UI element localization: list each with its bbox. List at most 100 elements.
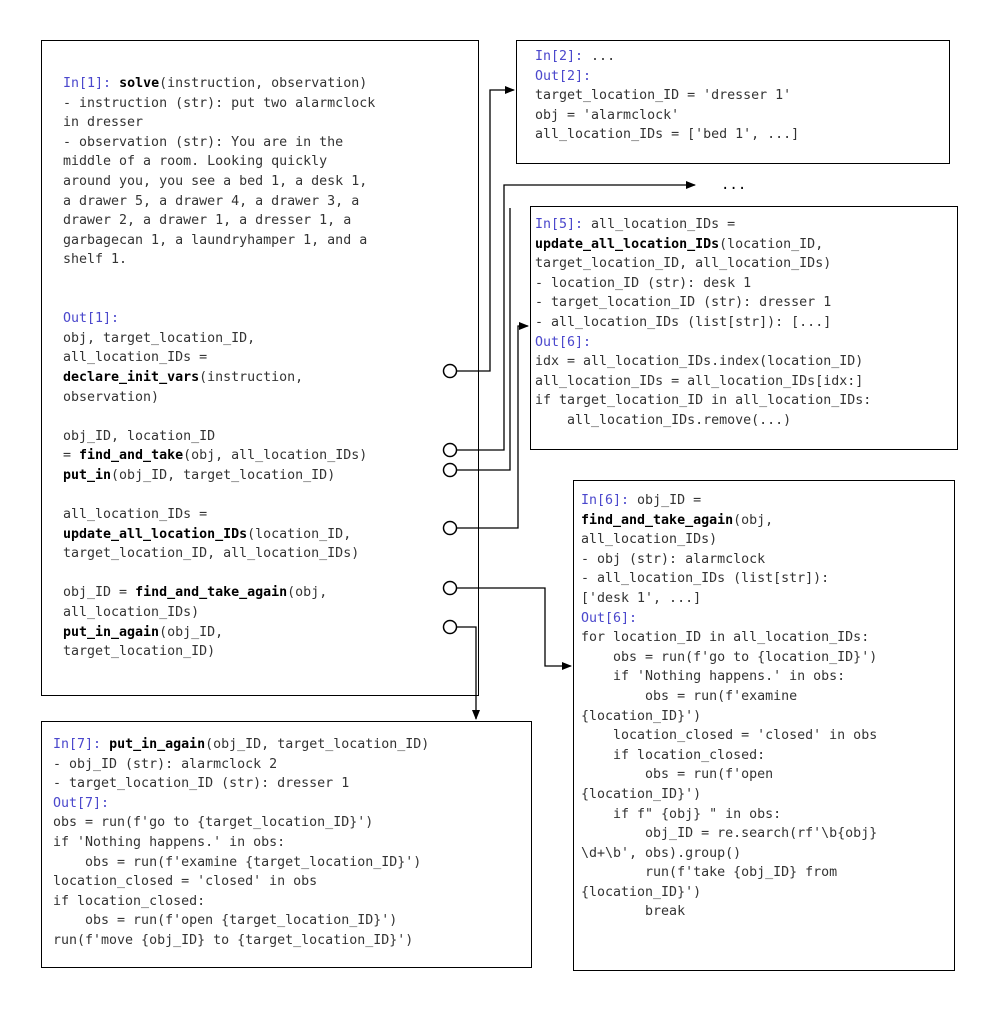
code-line: {location_ID}') <box>581 785 877 805</box>
code-line: = find_and_take(obj, all_location_IDs) <box>63 446 375 466</box>
code-line: put_in_again(obj_ID, <box>63 623 375 643</box>
code-line: In[2]: ... <box>535 47 799 67</box>
code-line: if f" {obj} " in obs: <box>581 805 877 825</box>
code-line: obs = run(f'open {target_location_ID}') <box>53 911 429 931</box>
code-text: - obj (str): alarmclock <box>581 551 766 567</box>
code-text: target_location_ID, all_location_IDs) <box>63 546 360 562</box>
code-line: drawer 2, a drawer 1, a dresser 1, a <box>63 211 375 231</box>
code-text: {location_ID}') <box>581 786 702 802</box>
code-line: garbagecan 1, a laundryhamper 1, and a <box>63 231 375 251</box>
function-name: declare_init_vars <box>63 369 200 385</box>
code-line: obs = run(f'examine {target_location_ID}… <box>53 853 429 873</box>
code-line: obs = run(f'examine <box>581 687 877 707</box>
port-declare-init-vars <box>442 363 458 379</box>
code-line: all_location_IDs.remove(...) <box>535 411 871 431</box>
code-line: Out[1]: <box>63 309 375 329</box>
code-line: \d+\b', obs).group() <box>581 844 877 864</box>
port-put-in-again <box>442 619 458 635</box>
code-line: obj = 'alarmclock' <box>535 106 799 126</box>
code-text: if location_closed: <box>581 747 766 763</box>
code-text: obj, target_location_ID, <box>63 330 256 346</box>
code-line: put_in(obj_ID, target_location_ID) <box>63 466 375 486</box>
code-line: obj_ID = re.search(rf'\b{obj} <box>581 824 877 844</box>
code-text: for location_ID in all_location_IDs: <box>581 630 870 646</box>
function-name: put_in <box>63 467 112 483</box>
code-text: break <box>581 904 686 920</box>
code-text: obs = run(f'examine {target_location_ID}… <box>53 854 422 870</box>
code-line: In[5]: all_location_IDs = <box>535 215 871 235</box>
wire-update-all-location-ids <box>457 322 529 529</box>
code-line: - all_location_IDs (list[str]): <box>581 569 877 589</box>
cell-2-box <box>516 40 950 164</box>
code-text: around you, you see a bed 1, a desk 1, <box>63 173 368 189</box>
code-line: all_location_IDs = <box>63 505 375 525</box>
cell-prompt-label: In[5]: <box>535 217 584 232</box>
code-line: target_location_ID, all_location_IDs) <box>535 254 871 274</box>
cell-6-code: In[6]: obj_ID =find_and_take_again(obj,a… <box>581 491 877 922</box>
code-text: obs = run(f'go to {location_ID}') <box>581 649 878 665</box>
cell-prompt-label: Out[6]: <box>581 610 638 626</box>
code-text: location_closed = 'closed' in obs <box>53 874 318 890</box>
code-line: all_location_IDs = <box>63 348 375 368</box>
wire-put-in <box>457 208 511 471</box>
code-line: location_closed = 'closed' in obs <box>581 726 877 746</box>
code-text: target_location_ID = 'dresser 1' <box>535 88 792 104</box>
code-line: Out[7]: <box>53 794 429 814</box>
code-text: (obj_ID, <box>159 624 224 640</box>
code-line: target_location_ID) <box>63 642 375 662</box>
code-text: - instruction (str): put two alarmclock <box>63 95 376 111</box>
code-line: around you, you see a bed 1, a desk 1, <box>63 172 375 192</box>
code-line: In[7]: put_in_again(obj_ID, target_locat… <box>53 735 429 755</box>
code-text: (obj, <box>733 512 774 528</box>
code-line: obj_ID = find_and_take_again(obj, <box>63 583 375 603</box>
wire-find-and-take-again <box>457 587 572 670</box>
code-text: target_location_ID, all_location_IDs) <box>535 256 832 272</box>
code-line: obs = run(f'open <box>581 765 877 785</box>
code-text: middle of a room. Looking quickly <box>63 154 328 170</box>
code-line: - obj_ID (str): alarmclock 2 <box>53 755 429 775</box>
code-text: target_location_ID) <box>63 644 216 660</box>
code-line: idx = all_location_IDs.index(location_ID… <box>535 352 871 372</box>
code-line: - target_location_ID (str): dresser 1 <box>535 293 871 313</box>
code-text: all_location_IDs = <box>583 217 736 232</box>
code-text: shelf 1. <box>63 252 128 268</box>
code-text: (location_ID, <box>719 236 824 252</box>
wire-declare-init-vars <box>457 86 515 372</box>
function-name: find_and_take_again <box>581 512 734 528</box>
code-line: obj, target_location_ID, <box>63 329 375 349</box>
code-line: location_closed = 'closed' in obs <box>53 872 429 892</box>
code-line: observation) <box>63 388 375 408</box>
code-text: (obj_ID, target_location_ID) <box>205 737 430 752</box>
function-name: find_and_take <box>79 448 184 464</box>
code-line: obs = run(f'go to {location_ID}') <box>581 648 877 668</box>
code-line: if target_location_ID in all_location_ID… <box>535 391 871 411</box>
code-line: run(f'move {obj_ID} to {target_location_… <box>53 931 429 951</box>
code-text: ... <box>583 49 616 64</box>
code-text: {location_ID}') <box>581 708 702 724</box>
code-line: if 'Nothing happens.' in obs: <box>581 667 877 687</box>
wire-find-and-take <box>457 181 696 451</box>
code-text: in dresser <box>63 115 144 131</box>
code-text: obs = run(f'go to {target_location_ID}') <box>53 815 374 831</box>
port-find-and-take-again <box>442 580 458 596</box>
code-text: location_closed = 'closed' in obs <box>581 728 878 744</box>
code-text: - all_location_IDs (list[str]): [...] <box>535 314 832 330</box>
code-line: run(f'take {obj_ID} from <box>581 863 877 883</box>
code-text: all_location_IDs = ['bed 1', ...] <box>535 127 800 143</box>
code-text: - target_location_ID (str): dresser 1 <box>53 776 350 792</box>
code-text: all_location_IDs) <box>581 532 718 548</box>
port-find-and-take <box>442 442 458 458</box>
code-text: a drawer 5, a drawer 4, a drawer 3, a <box>63 193 360 209</box>
code-text: if location_closed: <box>53 893 206 909</box>
port-update-all-location-ids <box>442 520 458 536</box>
code-line: - target_location_ID (str): dresser 1 <box>53 774 429 794</box>
code-text: (instruction, observation) <box>159 76 368 91</box>
code-line: update_all_location_IDs(location_ID, <box>63 525 375 545</box>
code-text: (obj, all_location_IDs) <box>183 448 368 464</box>
code-line: if location_closed: <box>53 892 429 912</box>
code-line: - location_ID (str): desk 1 <box>535 274 871 294</box>
main-cell-box <box>41 40 479 696</box>
code-line: obs = run(f'go to {target_location_ID}') <box>53 813 429 833</box>
cell-5-box <box>530 206 958 450</box>
